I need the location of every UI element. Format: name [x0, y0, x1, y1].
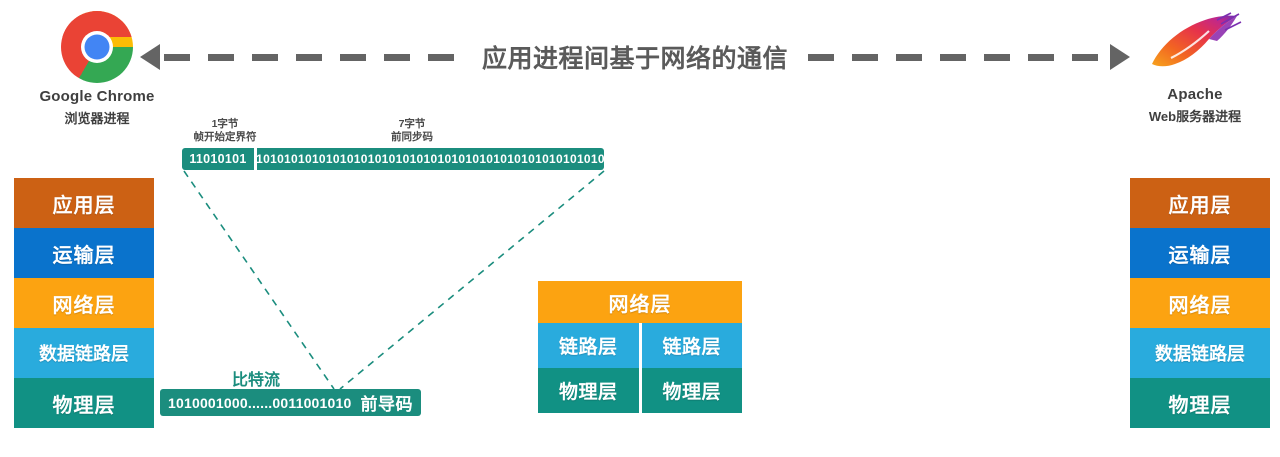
router-physical-right: 物理层 [638, 368, 743, 413]
chrome-logo-icon [61, 11, 133, 83]
bitstream-label: 比特流 [231, 372, 280, 389]
chrome-logo-wrap [28, 10, 166, 84]
dashed-line-left [164, 53, 462, 61]
router-stack: 网络层 链路层 链路层 物理层 物理层 [538, 281, 742, 413]
dashed-line-right [808, 53, 1107, 61]
layer-application-right: 应用层 [1130, 178, 1270, 228]
endpoint-server: Apache Web服务器进程 [1125, 8, 1265, 125]
host-stack-right: 应用层 运输层 网络层 数据链路层 物理层 [1130, 178, 1270, 428]
layer-datalink-left: 数据链路层 [14, 328, 154, 378]
router-datalink-left: 链路层 [558, 337, 618, 358]
layer-network-left: 网络层 [14, 278, 154, 328]
arrow-right-icon [1110, 44, 1131, 70]
layer-application-left: 应用层 [14, 178, 154, 228]
server-name: Apache [1167, 86, 1223, 103]
frame-sfd-cell: 11010101 [182, 148, 254, 170]
layer-datalink-right: 数据链路层 [1130, 328, 1270, 378]
preamble-size: 7字节 [398, 118, 426, 130]
sfd-size: 1字节 [211, 118, 239, 130]
router-row-datalink: 链路层 链路层 [538, 323, 742, 368]
router-layer-network: 网络层 [538, 281, 742, 323]
frame-preamble-cell: 0101010101010101010101010101010101010101… [254, 148, 604, 170]
communication-band: 应用进程间基于网络的通信 [140, 42, 1131, 73]
sfd-label: 1字节 帧开始定界符 [182, 118, 268, 144]
chrome-blue-center [84, 34, 110, 60]
apache-logo-wrap [1125, 8, 1265, 82]
router-row-physical: 物理层 物理层 [538, 368, 742, 413]
bitstream-box: 1010001000......0011001010 前导码 [160, 389, 421, 416]
layer-transport-left: 运输层 [14, 228, 154, 278]
browser-name: Google Chrome [39, 88, 155, 105]
apache-feather-icon [1152, 12, 1242, 67]
router-datalink-right: 链路层 [638, 323, 743, 368]
preamble-label: 7字节 前同步码 [357, 118, 467, 144]
endpoint-browser: Google Chrome 浏览器进程 [28, 10, 166, 127]
frame-header-box: 11010101 0101010101010101010101010101010… [182, 148, 604, 170]
router-physical-left: 物理层 [558, 382, 618, 403]
preamble-name: 前同步码 [391, 131, 433, 144]
sfd-name: 帧开始定界符 [193, 131, 257, 144]
server-role: Web服务器进程 [1148, 109, 1242, 124]
bitstream-preamble-tag: 前导码 [360, 395, 413, 414]
host-stack-left: 应用层 运输层 网络层 数据链路层 物理层 [14, 178, 154, 428]
layer-physical-right: 物理层 [1130, 378, 1270, 428]
layer-physical-left: 物理层 [14, 378, 154, 428]
bitstream-bits: 1010001000......0011001010 [168, 394, 352, 411]
layer-network-right: 网络层 [1130, 278, 1270, 328]
layer-transport-right: 运输层 [1130, 228, 1270, 278]
communication-title: 应用进程间基于网络的通信 [482, 45, 789, 73]
arrow-left-icon [140, 44, 160, 70]
frame-field-labels: 1字节 帧开始定界符 7字节 前同步码 [182, 118, 608, 146]
browser-role: 浏览器进程 [64, 111, 130, 126]
